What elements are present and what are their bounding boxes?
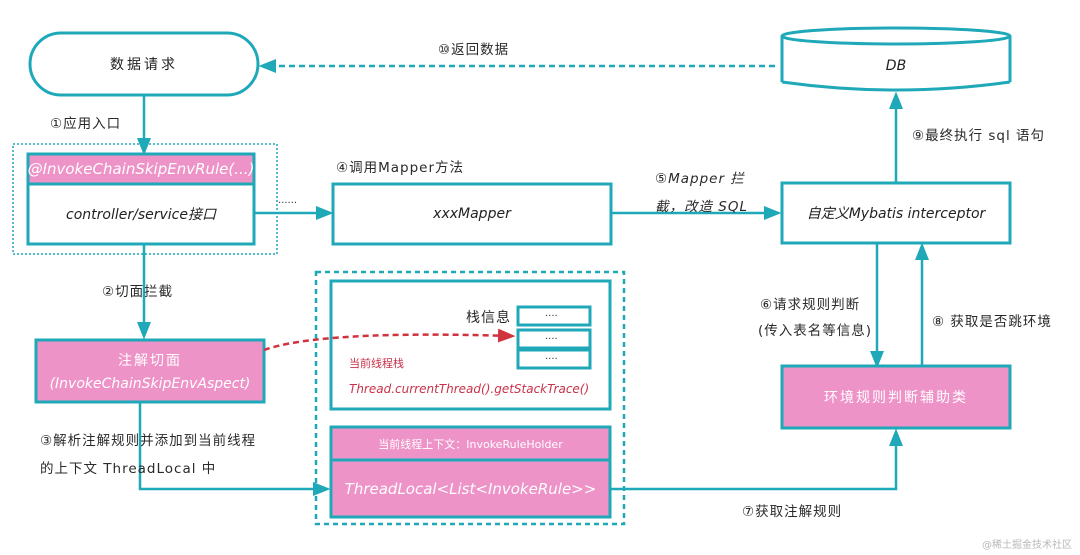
controller-label: controller/service接口	[66, 207, 216, 223]
stack-info-label: 栈信息	[466, 310, 511, 326]
context-header-label: 当前线程上下文：InvokeRuleHolder	[378, 437, 563, 451]
thread-local-label: ThreadLocal<List<InvokeRule>>	[344, 479, 597, 498]
aspect-label: 注解切面 (InvokeChainSkipEnvAspect)	[36, 340, 264, 402]
watermark: @稀土掘金技术社区	[982, 540, 1072, 551]
annotation-label: @InvokeChainSkipEnvRule(...)	[27, 160, 255, 178]
stack-cell	[516, 348, 592, 370]
step7-label: ⑦获取注解规则	[742, 504, 843, 520]
step3-label-line1: ③解析注解规则并添加到当前线程	[40, 433, 257, 449]
interceptor-box	[780, 181, 1012, 245]
env-helper-box	[780, 364, 1012, 430]
stack-cell-text: ....	[545, 331, 558, 342]
stack-trace-call-label: Thread.currentThread().getStackTrace()	[349, 382, 590, 396]
thread-local-box	[329, 458, 612, 519]
mapper-label: xxxMapper	[433, 206, 511, 222]
aspect-label-class: (InvokeChainSkipEnvAspect)	[49, 376, 251, 392]
stack-cell	[516, 305, 592, 327]
step5-label-line2: 截，改造 SQL	[655, 199, 749, 215]
mapper-box	[331, 182, 613, 246]
step1-label: ①应用入口	[50, 116, 122, 132]
aspect-label-title: 注解切面	[118, 353, 182, 369]
aspect-box	[34, 338, 266, 404]
step3-arrow	[138, 402, 331, 496]
data-request-label: 数据请求	[110, 57, 178, 73]
step3-label-line2: 的上下文 ThreadLocal 中	[40, 461, 217, 477]
db-node	[780, 26, 1012, 92]
current-thread-stack-label: 当前线程栈	[349, 357, 404, 370]
interceptor-label: 自定义Mybatis interceptor	[806, 206, 986, 222]
stack-inspect-arrow	[263, 328, 516, 352]
env-helper-label: 环境规则判断辅助类	[824, 390, 968, 406]
connector-dots: ......	[278, 195, 298, 206]
step4-label: ④调用Mapper方法	[336, 160, 465, 176]
step10-label: ⑩返回数据	[438, 42, 510, 58]
thread-group-frame	[314, 270, 626, 526]
controller-box	[26, 182, 256, 246]
step5-label-line1: ⑤Mapper 拦	[655, 171, 745, 187]
stack-cell-text: ....	[545, 308, 558, 319]
step2-label: ②切面拦截	[102, 284, 174, 300]
step6-label-line1: ⑥请求规则判断	[760, 297, 861, 313]
stack-cell	[516, 328, 592, 350]
db-label: DB	[885, 58, 907, 74]
step8-label: ⑧ 获取是否跳环境	[932, 314, 1052, 330]
context-header-box	[329, 425, 612, 462]
annotation-header-box	[26, 152, 256, 186]
stack-cell-text: ....	[545, 351, 558, 362]
step7-arrow	[610, 428, 903, 491]
step6-label-line2: (传入表名等信息)	[758, 323, 873, 339]
step9-label: ⑨最终执行 sql 语句	[912, 128, 1046, 144]
